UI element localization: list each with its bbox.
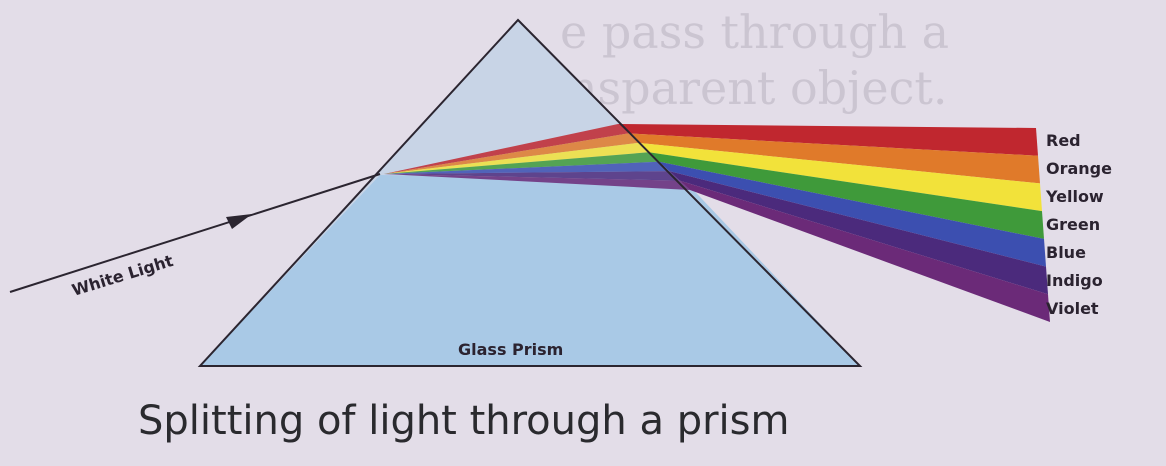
arrow-head-icon xyxy=(226,214,252,229)
spectrum-band-violet xyxy=(679,180,1050,322)
spectrum-label-orange: Orange xyxy=(1046,159,1112,178)
spectrum-inner-band-blue xyxy=(384,161,670,174)
spectrum-label-green: Green xyxy=(1046,215,1100,234)
spectrum-label-yellow: Yellow xyxy=(1045,187,1104,206)
spectrum-band-blue xyxy=(659,161,1046,267)
spectrum-inner-band-green xyxy=(384,152,660,174)
spectrum-band-indigo xyxy=(669,171,1048,295)
spectrum-band-red xyxy=(618,124,1038,156)
spectrum-label-violet: Violet xyxy=(1046,299,1099,318)
spectrum-inner-band-indigo xyxy=(384,171,680,181)
spectrum-band-yellow xyxy=(638,142,1042,212)
prism-glass-fill xyxy=(200,175,860,366)
spectrum-label-blue: Blue xyxy=(1046,243,1086,262)
spectrum-inner-band-yellow xyxy=(384,142,649,174)
spectrum-inner-band-red xyxy=(384,124,629,174)
white-light-ray xyxy=(9,173,381,293)
figure-caption: Splitting of light through a prism xyxy=(138,398,789,444)
spectrum-inner-band-orange xyxy=(384,133,639,174)
spectrum-band-orange xyxy=(628,133,1040,184)
spectrum-label-red: Red xyxy=(1046,131,1081,150)
background-bleed-text: e pass through a transparent object. xyxy=(500,5,949,115)
prism-outline xyxy=(197,18,863,367)
glass-prism-label: Glass Prism xyxy=(458,340,563,359)
spectrum-band-green xyxy=(648,152,1044,239)
spectrum-inner-band-violet xyxy=(384,174,690,190)
white-light-label: White Light xyxy=(70,251,176,300)
svg-text:e pass through a: e pass through a xyxy=(560,5,949,59)
spectrum-fan xyxy=(384,124,1050,322)
spectrum-label-indigo: Indigo xyxy=(1046,271,1103,290)
